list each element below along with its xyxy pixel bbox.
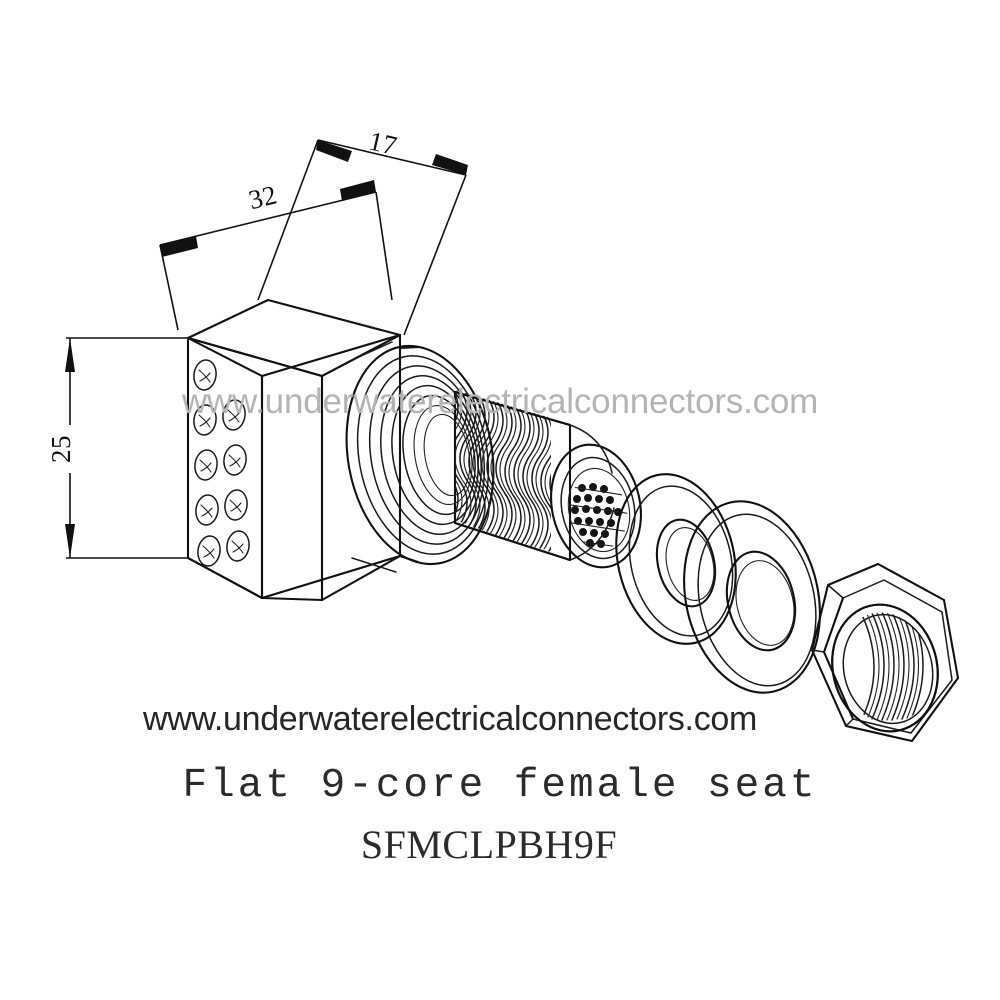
washer-outer bbox=[683, 500, 821, 694]
dimension-17: 17 bbox=[257, 125, 468, 336]
pin-socket bbox=[226, 530, 250, 562]
dimension-32-label: 32 bbox=[246, 179, 280, 215]
pin-socket bbox=[194, 449, 218, 481]
dimension-32: 32 bbox=[159, 179, 393, 331]
pin-socket bbox=[195, 494, 219, 526]
pin-socket bbox=[223, 444, 247, 476]
pin-socket bbox=[222, 399, 246, 431]
dimension-25: 25 bbox=[46, 337, 188, 559]
dimension-17-label: 17 bbox=[366, 125, 400, 161]
caption-title: Flat 9-core female seat bbox=[183, 763, 818, 809]
pin-socket bbox=[224, 489, 248, 521]
pin-socket bbox=[193, 359, 217, 391]
hex-nut bbox=[810, 562, 960, 743]
caption-url: www.underwaterelectricalconnectors.com bbox=[142, 700, 757, 738]
dimension-25-label: 25 bbox=[46, 435, 76, 463]
watermark-text: www.underwaterelectricalconnectors.com bbox=[181, 382, 818, 421]
washer-inner bbox=[615, 473, 737, 645]
threaded-barrel bbox=[453, 390, 572, 562]
thread-hatching bbox=[455, 390, 551, 554]
connector-body-block bbox=[186, 298, 402, 602]
pin-socket-array bbox=[193, 359, 250, 567]
dimension-group: 17 32 25 bbox=[46, 125, 468, 559]
nut-thread-hatch bbox=[861, 611, 924, 721]
pin-socket bbox=[197, 535, 221, 567]
wire-core-hatch bbox=[563, 483, 633, 549]
wire-bundle-end bbox=[550, 424, 642, 569]
caption-model: SFMCLPBH9F bbox=[361, 822, 617, 867]
pin-socket bbox=[193, 404, 217, 436]
